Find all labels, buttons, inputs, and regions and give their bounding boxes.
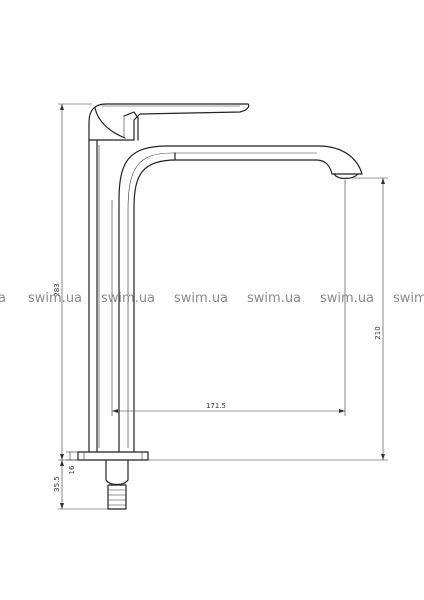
spout-reach-label: 171.5 [206,402,226,410]
faucet-spout [118,145,363,211]
faucet-shank [105,459,129,510]
watermark-row: a swim.ua swim.ua swim.ua swim.ua swim.u… [0,291,424,306]
watermark-text: swim.ua [320,291,374,306]
faucet-base [77,451,149,461]
dimension-spout-height: 210 [148,177,388,461]
dimension-total-height: 283 [53,103,92,461]
dimension-base-shank: 16 35.5 [53,451,108,510]
watermark-text: a [0,291,6,306]
spout-height-label: 210 [374,326,382,339]
shank-length-label: 35.5 [53,476,61,492]
watermark-text: swim.ua [247,291,301,306]
base-thickness-label: 16 [68,465,76,474]
watermark-text: swim.ua [174,291,228,306]
watermark-text: swim.ua [28,291,82,306]
faucet-body [88,139,135,453]
total-height-label: 283 [53,283,61,296]
watermark-text: swim.ua [101,291,155,306]
watermark-text: swim [393,291,424,306]
dimension-spout-reach: 171.5 [111,180,346,416]
faucet-handle [88,103,250,141]
